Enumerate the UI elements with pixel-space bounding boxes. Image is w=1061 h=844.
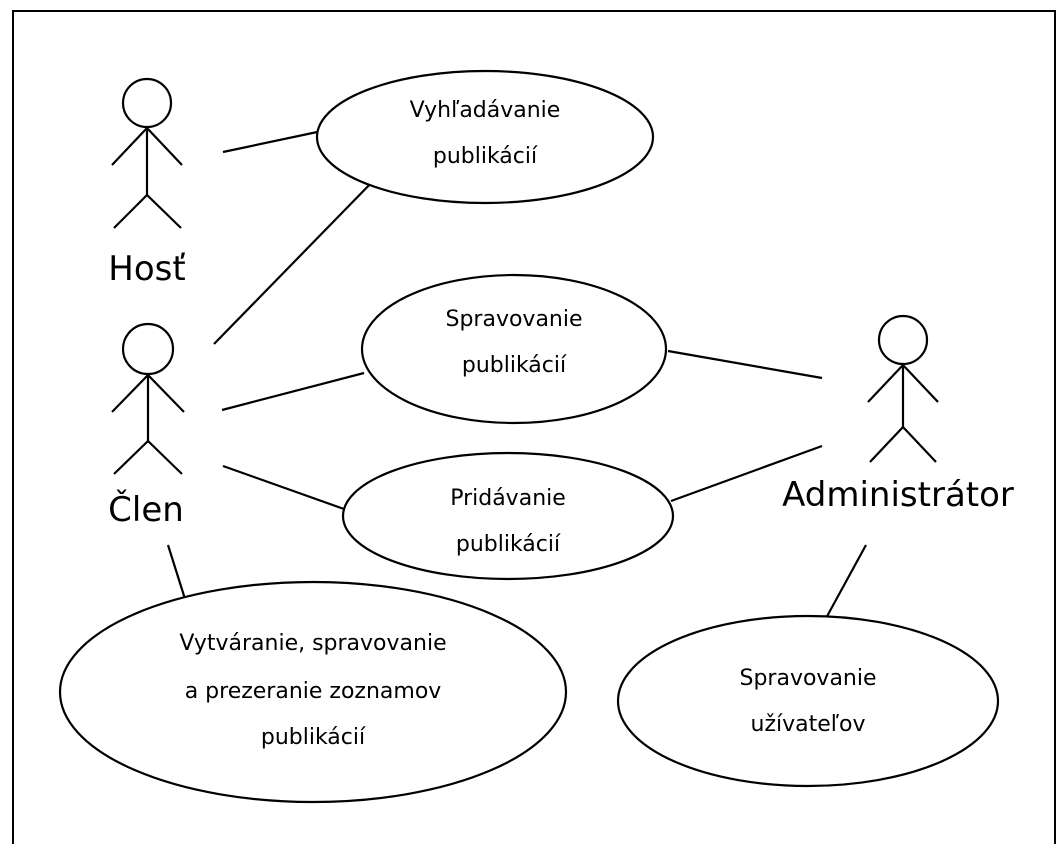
usecase-manage-users: Spravovanie užívateľov — [616, 614, 1000, 788]
actor-admin-leg-left — [869, 426, 904, 463]
usecase-lists-line2: a prezeranie zoznamov — [185, 679, 442, 704]
actor-host-arms-left — [111, 127, 148, 166]
usecase-users-ellipse — [616, 614, 1000, 788]
usecase-manage-publications: Spravovanie publikácií — [360, 273, 668, 425]
actor-member-leg-left — [113, 440, 149, 475]
assoc-admin-add — [670, 444, 823, 503]
actor-admin-leg-right — [902, 426, 937, 463]
assoc-member-add — [222, 464, 345, 511]
actor-member-arms-left — [111, 374, 149, 413]
actor-host-head — [121, 77, 173, 129]
usecase-lists-line3: publikácií — [261, 725, 366, 750]
actor-host-label: Hosť — [108, 249, 185, 289]
actor-admin-label: Administrátor — [782, 475, 1014, 515]
actor-host-leg-left — [113, 194, 148, 229]
actor-member-leg-right — [147, 440, 183, 475]
usecase-search-ellipse — [315, 69, 655, 205]
usecase-add-line2: publikácií — [456, 532, 561, 557]
usecase-lists-line1: Vytváranie, spravovanie — [179, 631, 446, 656]
diagram-frame — [12, 10, 1056, 844]
actor-admin-arms-right — [902, 364, 939, 403]
usecase-add-ellipse — [341, 451, 675, 581]
actor-host-arms-right — [146, 127, 183, 166]
usecase-add-publications: Pridávanie publikácií — [341, 451, 675, 581]
usecase-add-line1: Pridávanie — [450, 486, 566, 511]
usecase-lists-ellipse — [58, 580, 568, 804]
actor-admin: Administrátor — [782, 314, 1014, 515]
actor-member-head — [121, 322, 175, 376]
assoc-member-manage — [221, 371, 365, 412]
usecase-manage-ellipse — [360, 273, 668, 425]
usecase-manage-line2: publikácií — [462, 353, 567, 378]
assoc-admin-manage — [667, 349, 823, 380]
usecase-search-line1: Vyhľadávanie — [410, 98, 561, 123]
actor-member-label: Člen — [108, 489, 184, 530]
usecase-publication-lists: Vytváranie, spravovanie a prezeranie zoz… — [58, 580, 568, 804]
actor-admin-head — [877, 314, 929, 366]
actor-member: Člen — [108, 322, 185, 530]
assoc-admin-users — [824, 544, 867, 621]
usecase-search-line2: publikácií — [433, 144, 538, 169]
actor-host: Hosť — [108, 77, 186, 289]
actor-host-leg-right — [146, 194, 182, 229]
assoc-member-lists — [166, 544, 187, 600]
usecase-manage-line1: Spravovanie — [445, 307, 582, 332]
usecase-search-publications: Vyhľadávanie publikácií — [315, 69, 655, 205]
usecase-users-line1: Spravovanie — [739, 666, 876, 691]
assoc-member-search — [213, 175, 379, 345]
actor-admin-arms-left — [867, 364, 904, 403]
assoc-host-search — [222, 129, 323, 154]
actor-member-arms-right — [147, 374, 185, 413]
usecase-users-line2: užívateľov — [751, 712, 866, 737]
